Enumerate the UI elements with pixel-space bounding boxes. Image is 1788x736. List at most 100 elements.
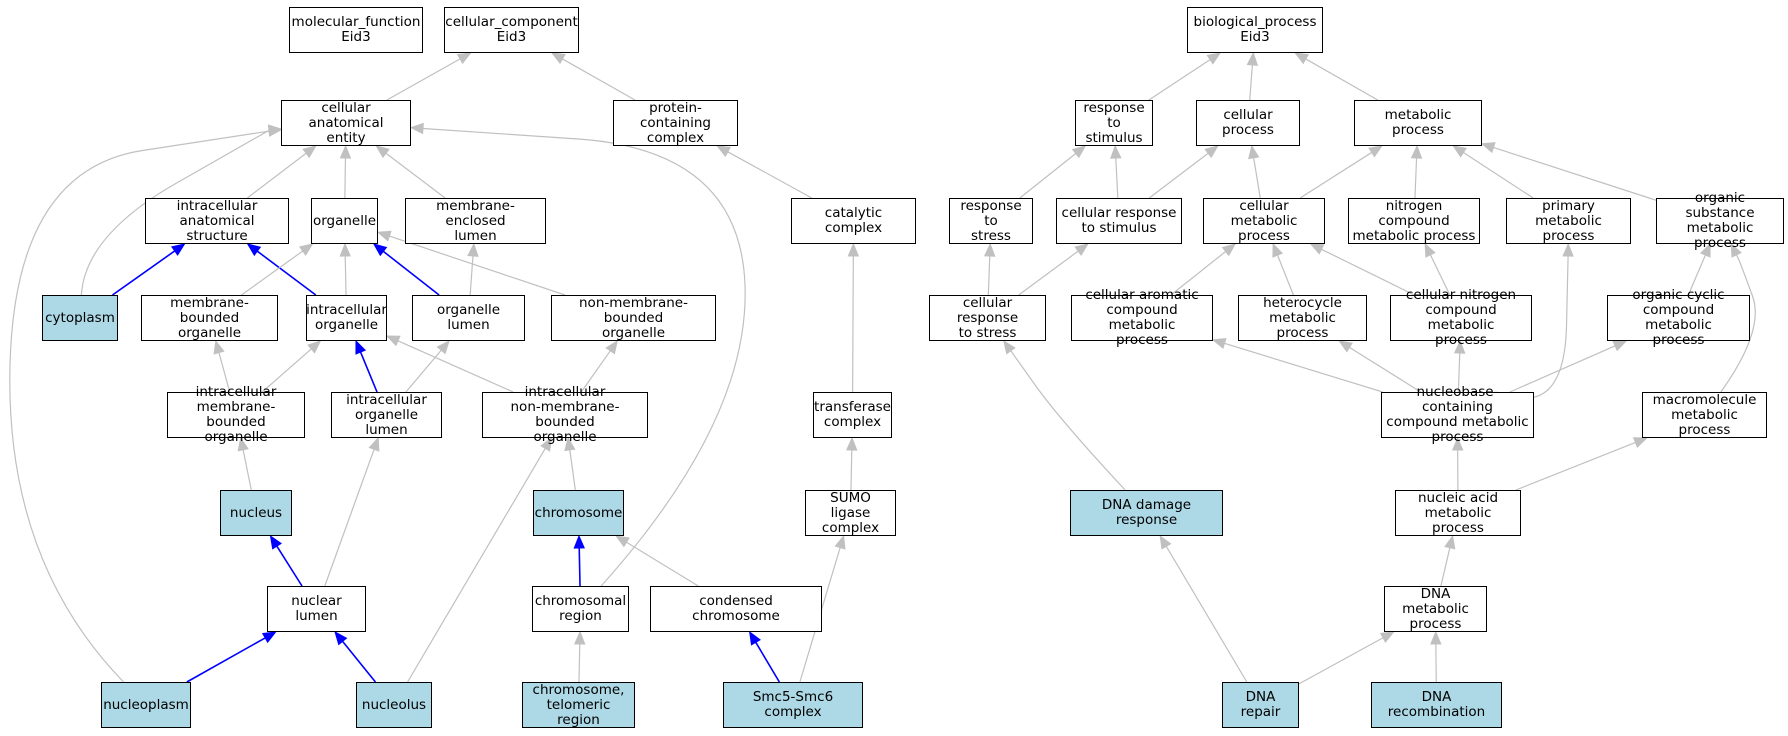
node-inmbo: intracellular non-membrane-bounded organ…: [482, 385, 648, 445]
edge-npl-to-cae: [9, 130, 271, 683]
arrowhead-crtstr-to-crts: [1074, 243, 1089, 257]
arrowhead-io-to-ias: [246, 243, 262, 257]
arrowhead-smc-to-sumo: [834, 534, 846, 550]
arrowhead-catc-to-pcc: [716, 145, 731, 158]
arrowhead-nuc-to-imbo: [237, 436, 249, 452]
node-cae: cellular anatomical entity: [281, 100, 411, 146]
edge-cr-to-cae: [418, 127, 746, 587]
edge-cacmp-to-cmp: [1170, 250, 1227, 296]
arrowhead-cae-to-cc: [456, 52, 472, 65]
edge-mbo-to-org: [241, 250, 304, 296]
edge-osmp-to-mp: [1493, 146, 1657, 201]
arrowhead-nbcmp-to-cacmp: [1211, 338, 1227, 349]
edge-nbcmp-to-hmp: [1349, 346, 1422, 393]
arrowhead-mp-to-bp: [1294, 52, 1310, 65]
node-dmp: DNA metabolic process: [1384, 586, 1487, 632]
edge-ddr-to-crtstr: [1010, 350, 1126, 491]
edge-nl-to-nuc: [276, 545, 303, 587]
node-smc: Smc5-Smc6 complex: [723, 682, 863, 728]
arrowhead-inmbo-to-nmbo: [605, 339, 619, 355]
arrowhead-crts-to-rts: [1110, 144, 1122, 159]
edge-nmbo-to-org: [389, 235, 566, 296]
node-rts: response to stimulus: [1075, 100, 1153, 146]
arrowhead-org-to-cae: [339, 144, 352, 159]
edge-iol-to-io: [359, 351, 378, 393]
edge-crtstr-to-rtstr: [987, 255, 991, 296]
arrowhead-pmp-to-mp: [1452, 145, 1467, 158]
arrowhead-nl-to-iol: [368, 436, 380, 452]
edge-tc-to-catc: [852, 255, 854, 393]
edge-sumo-to-tc: [850, 449, 853, 491]
node-nlo: nucleolus: [356, 682, 432, 728]
node-cncmp: cellular nitrogen compound metabolic pro…: [1390, 288, 1532, 348]
node-nuc: nucleus: [220, 490, 292, 536]
arrowhead-crts-to-cp: [1204, 145, 1219, 159]
node-catc: catalytic complex: [791, 198, 916, 244]
edge-crtstr-to-crts: [1018, 250, 1079, 296]
node-mmp: macromolecule metabolic process: [1642, 392, 1767, 438]
edge-inmbo-to-nmbo: [580, 350, 611, 393]
arrowhead-inmbo-to-io: [385, 335, 401, 347]
node-occmp: organic cyclic compound metabolic proces…: [1607, 288, 1750, 348]
edge-cmp-to-mp: [1299, 151, 1373, 199]
edge-ncmp-to-mp: [1414, 157, 1418, 199]
edge-cncmp-to-ncmp: [1429, 254, 1451, 296]
arrowhead-drep-to-ddr: [1159, 534, 1172, 550]
node-crtstr: cellular response to stress: [929, 295, 1046, 341]
node-cacmp: cellular aromatic compound metabolic pro…: [1071, 288, 1213, 348]
node-ctr: chromosome, telomeric region: [522, 682, 635, 728]
node-npl: nucleoplasm: [101, 682, 191, 728]
edge-ctr-to-cr: [578, 643, 581, 683]
node-cchr: condensed chromosome: [650, 586, 822, 632]
arrowhead-iol-to-ol: [436, 340, 450, 355]
arrowhead-pcc-to-cc: [550, 52, 566, 65]
edge-crts-to-rts: [1115, 157, 1119, 199]
arrowhead-nmbo-to-org: [376, 230, 392, 242]
edge-pcc-to-cc: [562, 58, 636, 101]
arrowhead-mmp-to-osmp: [1730, 242, 1742, 258]
edge-nbcmp-to-cncmp: [1457, 352, 1461, 393]
edge-cae-to-cc: [386, 58, 461, 101]
arrowhead-imbo-to-io: [307, 340, 322, 354]
edge-rts-to-bp: [1148, 59, 1211, 101]
edge-cyto-to-ias: [112, 250, 176, 296]
node-pmp: primary metabolic process: [1506, 198, 1631, 244]
node-pcc: protein-containing complex: [613, 100, 738, 146]
arrowhead-ncmp-to-mp: [1410, 144, 1423, 159]
edge-cchr-to-chr: [626, 541, 699, 587]
arrowhead-chr-to-inmbo: [564, 436, 576, 452]
node-mf: molecular_function Eid3: [289, 7, 423, 53]
edge-mmp-to-osmp: [1720, 254, 1756, 393]
arrowhead-rtstr-to-rts: [1071, 145, 1087, 159]
edge-io-to-org: [344, 255, 347, 296]
node-cyto: cytoplasm: [42, 295, 118, 341]
arrowhead-nl-to-nuc: [269, 534, 283, 550]
arrowhead-io-to-org: [339, 242, 351, 257]
node-io: intracellular organelle: [306, 295, 387, 341]
edge-nl-to-iol: [324, 449, 375, 587]
edge-nlo-to-inmbo: [407, 448, 546, 683]
edge-smc-to-cchr: [755, 641, 781, 683]
arrowhead-tc-to-catc: [847, 242, 860, 257]
edge-ol-to-org: [382, 250, 440, 296]
edge-rtstr-to-rts: [1019, 153, 1077, 199]
edge-imbo-to-mbo: [218, 352, 231, 393]
arrowhead-dmp-to-namp: [1444, 534, 1456, 550]
arrowhead-npl-to-nl: [261, 631, 277, 644]
node-rtstr: response to stress: [949, 198, 1033, 244]
node-sumo: SUMO ligase complex: [805, 490, 896, 536]
arrowhead-osmp-to-mp: [1480, 142, 1496, 154]
edge-npl-to-nl: [186, 637, 266, 683]
edge-iol-to-ol: [405, 349, 442, 393]
edge-hmp-to-cmp: [1277, 254, 1294, 296]
arrowhead-namp-to-mmp: [1632, 437, 1648, 448]
arrowhead-rts-to-bp: [1206, 52, 1222, 65]
node-nl: nuclear lumen: [267, 586, 366, 632]
node-tc: transferase complex: [813, 392, 892, 438]
arrowhead-drec-to-dmp: [1430, 630, 1442, 645]
edge-mp-to-bp: [1305, 58, 1378, 101]
edge-inmbo-to-io: [397, 340, 514, 393]
edge-nbcmp-to-cacmp: [1224, 342, 1383, 393]
node-mbo: membrane-bounded organelle: [141, 295, 278, 341]
arrowhead-cncmp-to-ncmp: [1424, 242, 1436, 258]
